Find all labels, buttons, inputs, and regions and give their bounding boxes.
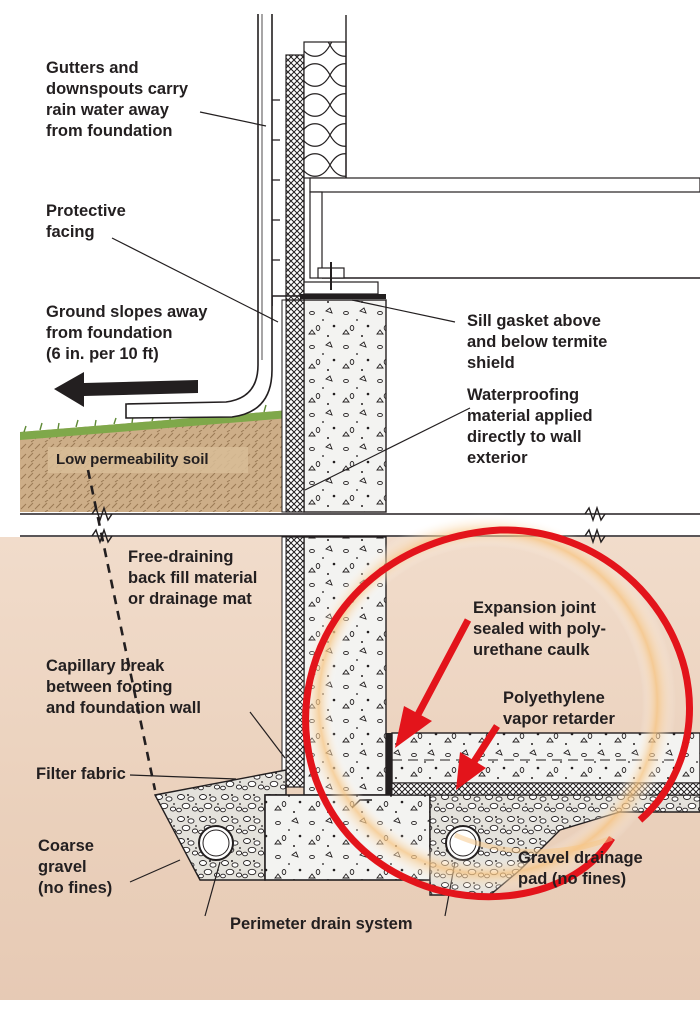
label-gravel-pad: Gravel drainage pad (no fines) <box>518 849 643 888</box>
label-expansion-joint: Expansion joint sealed with poly- uretha… <box>473 599 606 659</box>
sill-plate <box>303 281 379 295</box>
label-capillary-break: Capillary break between footing and foun… <box>46 657 201 717</box>
highlight-circle <box>302 526 693 901</box>
wall-sheathing <box>285 54 305 301</box>
label-protective-facing: Protective facing <box>46 202 126 241</box>
label-gutters: Gutters and downspouts carry rain water … <box>46 59 189 140</box>
foundation-wall-upper <box>303 299 387 513</box>
label-coarse-gravel: Coarse gravel (no fines) <box>38 837 113 897</box>
label-low-permeability-soil: Low permeability soil <box>56 451 209 468</box>
arrow-expansion-joint-icon <box>395 618 472 748</box>
label-free-draining: Free-draining back fill material or drai… <box>128 548 258 608</box>
label-waterproofing: Waterproofing material applied directly … <box>467 386 593 467</box>
wall-insulation <box>303 41 347 179</box>
label-filter-fabric: Filter fabric <box>36 765 126 783</box>
label-perimeter-drain: Perimeter drain system <box>230 915 413 933</box>
slope-arrow-icon <box>54 372 198 407</box>
label-polyethylene: Polyethylene vapor retarder <box>503 689 615 728</box>
label-sill-gasket: Sill gasket above and below termite shie… <box>467 312 608 372</box>
waterproofing-layer <box>285 299 305 513</box>
floor-joist <box>309 177 700 193</box>
label-ground-slopes: Ground slopes away from foundation (6 in… <box>46 303 208 363</box>
drain-pipe-left <box>198 825 234 861</box>
arrow-vapor-retarder-icon <box>456 724 500 790</box>
downspout <box>125 14 273 419</box>
